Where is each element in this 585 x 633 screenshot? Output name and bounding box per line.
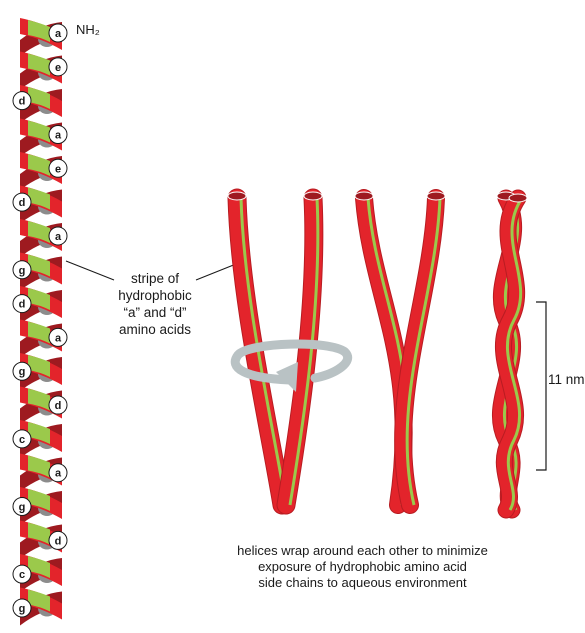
coiled-coil [497, 192, 527, 510]
residue-label: a [49, 328, 67, 346]
residue-letter: d [19, 96, 26, 108]
residue-label: g [13, 498, 31, 516]
residue-letter: e [55, 163, 61, 175]
caption-line: helices wrap around each other to minimi… [150, 543, 575, 559]
residue-label: e [49, 58, 67, 76]
residue-letter: g [19, 502, 26, 514]
residue-letter: d [55, 535, 62, 547]
hydrophobic-stripe-label: stripe of hydrophobic “a” and “d” amino … [80, 270, 230, 338]
amino-terminus-label: NH₂ [76, 22, 100, 37]
tube-body [286, 198, 314, 505]
residue-letter: c [19, 569, 25, 581]
wrapping-tube-b [403, 198, 440, 505]
residue-letter: a [55, 28, 62, 40]
residue-letter: a [55, 129, 62, 141]
residue-label: a [49, 24, 67, 42]
scale-bracket [536, 302, 546, 470]
residue-label: a [49, 125, 67, 143]
tube-end-cap [355, 192, 373, 200]
residue-letter: d [19, 299, 26, 311]
residue-letter: a [55, 231, 62, 243]
tube-end-cap [228, 192, 246, 200]
residue-letter: g [19, 265, 26, 277]
stripe-label-line: “a” and “d” [80, 304, 230, 321]
residue-label: e [49, 159, 67, 177]
residue-label: d [13, 193, 31, 211]
helix-tube-b [286, 198, 318, 505]
tube-end-cap [427, 192, 445, 200]
residue-letter: c [19, 434, 25, 446]
residue-label: g [13, 599, 31, 617]
residue-label: c [13, 430, 31, 448]
residue-label: a [49, 464, 67, 482]
residue-letter: d [19, 197, 26, 209]
stripe-label-line: stripe of [80, 270, 230, 287]
tube-end-cap [509, 194, 527, 202]
residue-letter: a [55, 332, 62, 344]
residue-letter: d [55, 400, 62, 412]
residue-label: d [13, 295, 31, 313]
wrapping-helices [355, 192, 445, 505]
tube-end-cap [304, 192, 322, 200]
residue-label: a [49, 227, 67, 245]
residue-label: c [13, 565, 31, 583]
residue-label: d [49, 531, 67, 549]
residue-label: d [13, 92, 31, 110]
stripe-label-line: hydrophobic [80, 287, 230, 304]
residue-letter: a [55, 468, 62, 480]
residue-letter: g [19, 603, 26, 615]
residue-letter: e [55, 62, 61, 74]
stripe-label-line: amino acids [80, 321, 230, 338]
caption-line: side chains to aqueous environment [150, 575, 575, 591]
figure-caption: helices wrap around each other to minimi… [150, 543, 575, 591]
residue-label: g [13, 261, 31, 279]
scale-label: 11 nm [548, 372, 585, 387]
caption-line: exposure of hydrophobic amino acid [150, 559, 575, 575]
alpha-helix-ribbon: a e d a e d a g d a g d c a g d c g [13, 18, 67, 626]
residue-letter: g [19, 366, 26, 378]
residue-label: g [13, 362, 31, 380]
residue-label: d [49, 396, 67, 414]
